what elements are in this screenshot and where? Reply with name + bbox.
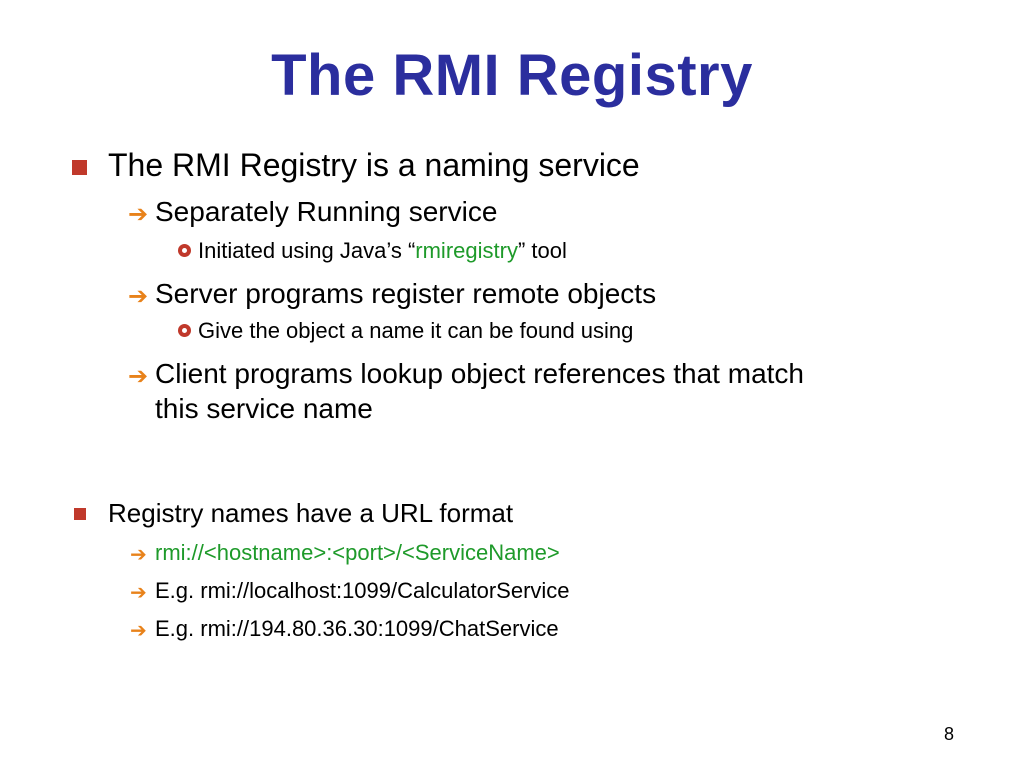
- square-bullet-icon: [74, 508, 86, 520]
- bullet-1-3-text-line2: this service name: [155, 393, 373, 424]
- arrow-right-icon: ➔: [130, 582, 147, 604]
- bullet-1-3-text-line1: Client programs lookup object references…: [155, 358, 804, 389]
- bullet-1-1-text: Separately Running service: [155, 196, 498, 227]
- square-bullet-icon: [72, 160, 87, 175]
- circle-bullet-icon: [178, 324, 191, 337]
- bullet-2-3-text: E.g. rmi://194.80.36.30:1099/ChatService: [155, 616, 559, 641]
- arrow-right-icon: ➔: [130, 544, 147, 566]
- text-segment: Initiated using Java’s “: [198, 238, 416, 263]
- rmiregistry-highlight: rmiregistry: [415, 238, 518, 263]
- arrow-right-icon: ➔: [130, 620, 147, 642]
- bullet-1-text: The RMI Registry is a naming service: [108, 147, 640, 183]
- bullet-1-2-1-text: Give the object a name it can be found u…: [198, 318, 634, 343]
- bullet-2-2-text: E.g. rmi://localhost:1099/CalculatorServ…: [155, 578, 570, 603]
- text-segment: ” tool: [517, 238, 567, 263]
- arrow-right-icon: ➔: [128, 201, 149, 228]
- circle-bullet-icon: [178, 244, 191, 257]
- slide-title: The RMI Registry: [271, 43, 753, 108]
- bullet-1-1-1-text: Initiated using Java’s “rmiregistry” too…: [198, 238, 567, 264]
- bullet-2-text: Registry names have a URL format: [108, 498, 514, 528]
- bullet-2-1-text: rmi://<hostname>:<port>/<ServiceName>: [155, 540, 560, 565]
- arrow-right-icon: ➔: [128, 363, 149, 390]
- arrow-right-icon: ➔: [128, 283, 149, 310]
- bullet-1-2-text: Server programs register remote objects: [155, 278, 657, 309]
- page-number: 8: [943, 724, 954, 744]
